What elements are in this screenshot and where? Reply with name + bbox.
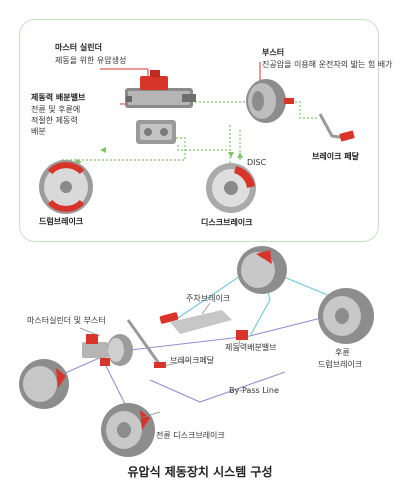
proportioning-valve-title: 제동력 배분밸브 [31, 93, 86, 102]
proportioning-valve-desc-2: 적절한 제동력 [31, 116, 78, 125]
booster-title: 부스터 [262, 48, 285, 57]
proportioning-valve-desc-3: 배분 [31, 127, 46, 136]
booster-desc: 진공압을 이용해 운전자의 밟는 힘 배가 [262, 60, 393, 69]
rear-right-wheel [318, 288, 374, 344]
parking-brake-label: 주차브레이크 [186, 294, 231, 303]
master-cylinder-desc: 제동을 위한 유압생성 [55, 56, 127, 65]
drum-brake-drawing [39, 160, 93, 214]
drum-brake-label: 드럼브레이크 [39, 217, 84, 226]
front-right-wheel [101, 403, 155, 457]
bottom-callouts [79, 302, 241, 419]
disc-tag: DISC [247, 158, 267, 167]
parking-brake-drawing [159, 310, 232, 334]
master-booster-label: 마스터실린더 및 부스터 [27, 316, 106, 325]
brake-pedal-label: 브레이크 페달 [312, 152, 359, 161]
proportioning-valve-desc-1: 전륜 및 후륜에 [31, 105, 81, 114]
front-disc-label: 전륜 디스크브레이크 [156, 431, 225, 440]
bottom-proportioning-valve-drawing [236, 330, 248, 340]
front-left-wheel [19, 359, 69, 409]
rear-drum-label-2: 드럼브레이크 [318, 360, 363, 369]
disc-brake-drawing [206, 163, 256, 213]
proportioning-valve-label: 제동력배분밸브 [225, 343, 277, 352]
diagram-title: 유압식 제동장치 시스템 구성 [127, 465, 273, 479]
brake-pedal-drawing [318, 113, 355, 142]
bypass-line-label: By-Pass Line [229, 386, 279, 395]
proportioning-valve-drawing [136, 120, 176, 144]
bottom-brake-pedal-label: 브레이크페달 [170, 356, 215, 365]
bottom-master-booster-drawing [82, 334, 133, 366]
disc-brake-label: 디스크브레이크 [201, 218, 253, 227]
rear-drum-label-1: 후륜 [335, 348, 350, 357]
master-cylinder-drawing [125, 70, 196, 108]
master-cylinder-title: 마스터 실린더 [55, 43, 102, 52]
rear-left-wheel [237, 246, 287, 294]
bottom-brake-pedal-drawing [126, 319, 166, 368]
booster-drawing [246, 79, 294, 123]
